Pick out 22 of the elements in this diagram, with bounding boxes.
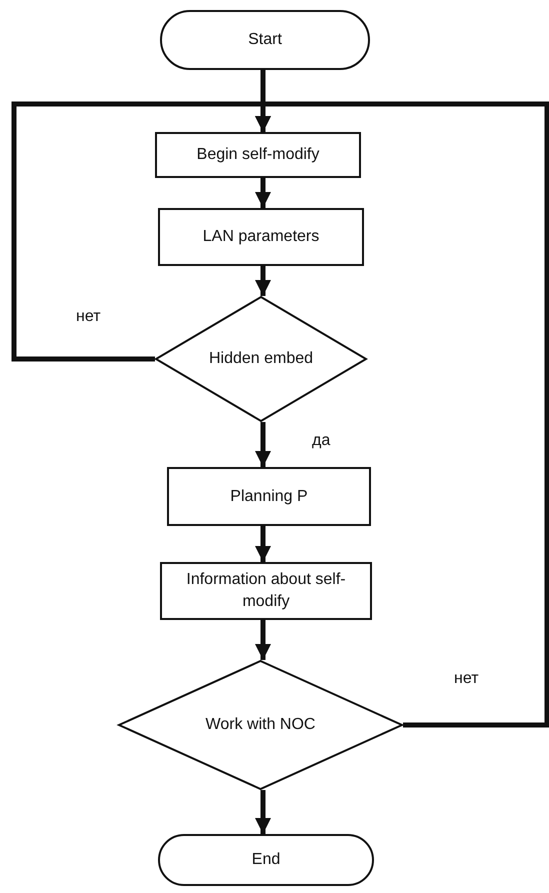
- node-text: Work with NOC: [204, 715, 316, 736]
- arrow: [255, 102, 549, 728]
- process-box: [158, 208, 364, 266]
- node-text: Planning P: [229, 486, 309, 507]
- node-text: Hidden embed: [208, 349, 314, 370]
- arrow: [255, 266, 271, 296]
- node-text: LAN parameters: [202, 227, 320, 248]
- decision-diamond: [118, 660, 403, 790]
- arrow: [255, 422, 271, 467]
- decision-diamond: [155, 296, 367, 422]
- terminal-box: [158, 834, 374, 886]
- arrow: [255, 526, 271, 562]
- process-box: [167, 467, 371, 526]
- arrow: [255, 178, 271, 208]
- arrow: [255, 620, 271, 660]
- arrow: [255, 790, 271, 834]
- node-text: End: [250, 850, 282, 870]
- node-text: Begin self-modify: [196, 145, 320, 166]
- node-text: Information about self-modify: [185, 570, 347, 612]
- node-text: Start: [247, 30, 283, 50]
- process-box: [155, 132, 361, 178]
- process-box: [160, 562, 372, 620]
